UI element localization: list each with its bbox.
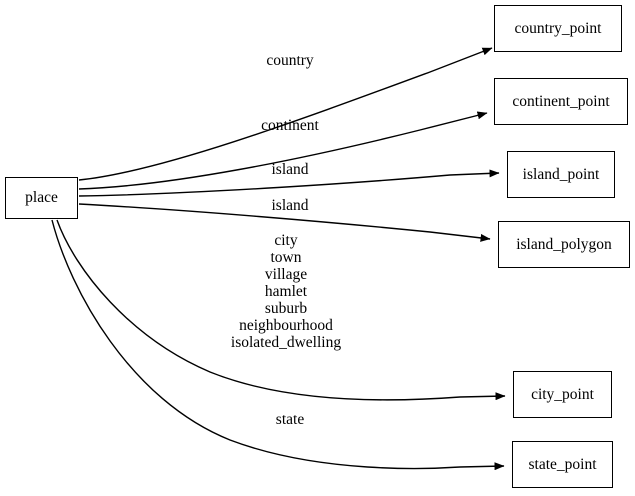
edge-label-place-to-city_point: city town village hamlet suburb neighbou… bbox=[230, 232, 342, 351]
node-city_point[interactable]: city_point bbox=[513, 371, 612, 418]
node-country_point[interactable]: country_point bbox=[494, 5, 622, 52]
edge-place-to-island_point bbox=[78, 169, 500, 197]
edge-place-to-country_point bbox=[78, 47, 493, 181]
edge-label-place-to-island_point: island bbox=[271, 161, 309, 178]
edge-place-to-state_point bbox=[51, 219, 505, 471]
edge-place-to-island_polygon bbox=[78, 203, 491, 242]
edge-place-to-city_point bbox=[56, 219, 506, 401]
node-state_point[interactable]: state_point bbox=[512, 441, 613, 488]
node-island_polygon[interactable]: island_polygon bbox=[498, 221, 630, 268]
edge-label-place-to-continent_point: continent bbox=[261, 117, 319, 134]
node-continent_point[interactable]: continent_point bbox=[494, 78, 628, 125]
node-label: country_point bbox=[514, 19, 602, 37]
edge-label-place-to-state_point: state bbox=[275, 411, 305, 428]
node-label: island_point bbox=[522, 165, 600, 183]
node-label: place bbox=[25, 189, 58, 207]
node-label: continent_point bbox=[512, 92, 610, 110]
node-label: state_point bbox=[528, 455, 597, 473]
node-label: city_point bbox=[531, 385, 594, 403]
edge-label-place-to-country_point: country bbox=[266, 52, 314, 69]
node-label: island_polygon bbox=[516, 235, 612, 253]
edge-place-to-continent_point bbox=[78, 111, 488, 190]
edge-label-place-to-island_polygon: island bbox=[271, 197, 309, 214]
node-island_point[interactable]: island_point bbox=[507, 151, 615, 198]
node-place[interactable]: place bbox=[5, 177, 78, 219]
